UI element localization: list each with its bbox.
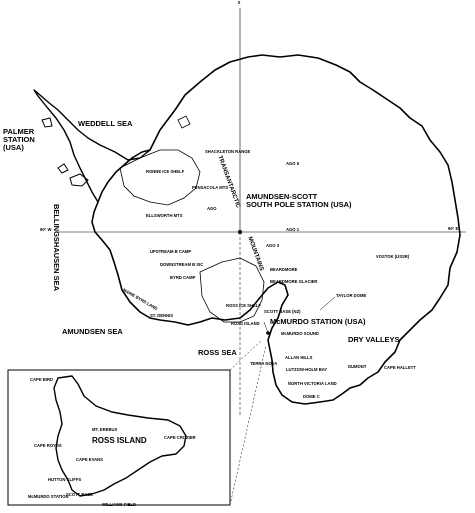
inset-cape-evans: CAPE EVANS (76, 457, 103, 462)
island (57, 163, 69, 174)
taylor-dome-label: TAYLOR DOME (336, 293, 367, 298)
ago-3-label: AGO 3 (266, 243, 280, 248)
dumont-label: DUMONT (348, 364, 367, 369)
pensacola-label: PENSACOLA MTS (192, 185, 229, 190)
island (41, 117, 53, 128)
south-pole-station-label: AMUNDSEN-SCOTT SOUTH POLE STATION (USA) (246, 192, 352, 209)
beardmore-glacier-label: BEARDMORE GLACIER (270, 279, 318, 284)
inset-cape-crozier: CAPE CROZIER (164, 435, 196, 440)
ross-ice-shelf (199, 257, 265, 323)
mcmurdo-sound-label: McMURDO SOUND (281, 331, 319, 336)
terra-nova-label: TERRA NOVA (250, 361, 278, 366)
dry-valleys-label: DRY VALLEYS (348, 335, 400, 344)
byrd-camp-label: BYRD CAMP (170, 275, 196, 280)
north-victoria-label: NORTH VICTORIA LAND (288, 381, 337, 386)
upstream-label: UPSTREAM B CAMP (150, 249, 192, 254)
beardmore-label: BEARDMORE (270, 267, 298, 272)
peninsula-outline (33, 89, 151, 203)
ross-island-outline (53, 375, 187, 497)
inset-frame (7, 369, 231, 506)
downstream-label: DOWNSTREAM B SIC (160, 262, 204, 267)
meridian-90e-label: 90° E (448, 226, 459, 231)
inset-scott-base: SCOTT BASE (66, 492, 93, 497)
ago-label: AGO (207, 206, 217, 211)
inset-hutton-cliffs: HUTTON CLIFFS (48, 477, 82, 482)
vostok-label: VOSTOK (USSR) (376, 254, 410, 259)
ellsworth-label: ELLSWORTH MTS (146, 213, 183, 218)
scott-base-label: SCOTT BASE (NZ) (264, 309, 301, 314)
south-pole-marker (238, 230, 242, 234)
mcmurdo-station-label: McMURDO STATION (USA) (270, 317, 366, 326)
lutzow-label: LUTZOW-HOLM BAY (286, 367, 328, 372)
weddell-sea-label: WEDDELL SEA (78, 119, 133, 128)
palmer-station-label: PALMER STATION (USA) (3, 127, 35, 152)
inset-leader (229, 344, 267, 506)
meridian-0-label: 0 (238, 0, 241, 5)
cape-hallett-label: CAPE HALLETT (384, 365, 416, 370)
ago-1-label: AGO 1 (286, 227, 300, 232)
ross-ice-shelf-label: ROSS ICE SHELF (226, 303, 261, 308)
ronne-ice-shelf (119, 149, 201, 206)
inset-cape-royds: CAPE ROYDS (34, 443, 62, 448)
ross-sea-label: ROSS SEA (198, 348, 237, 357)
shackleton-label: SHACKLETON RANGE (205, 149, 251, 154)
inset-mcmurdo: McMURDO STATION (28, 494, 69, 499)
inset-cape-bird: CAPE BIRD (30, 377, 54, 382)
allan-hills-label: ALLAN HILLS (285, 355, 313, 360)
ronne-label: RONNE ICE SHELF (146, 169, 185, 174)
bellingshausen-sea-label: BELLINGSHAUSEN SEA (52, 204, 61, 292)
island (177, 115, 191, 129)
island (69, 173, 89, 187)
inset-title: ROSS ISLAND (92, 436, 147, 445)
st-dennis-label: ST. DENNIS (150, 313, 174, 318)
amundsen-sea-label: AMUNDSEN SEA (62, 327, 123, 336)
continent-outline (91, 54, 461, 405)
meridian-90w-label: 90° W (40, 227, 52, 232)
dome-c-label: DOME C (303, 394, 320, 399)
inset-leader (229, 339, 263, 371)
ago-5-label: AGO 5 (286, 161, 300, 166)
inset-mt-erebus: MT. EREBUS (92, 427, 118, 432)
inset-williams-field: WILLIAMS FIELD (102, 502, 136, 507)
ross-island-main-label: ROSS ISLAND (231, 321, 260, 326)
